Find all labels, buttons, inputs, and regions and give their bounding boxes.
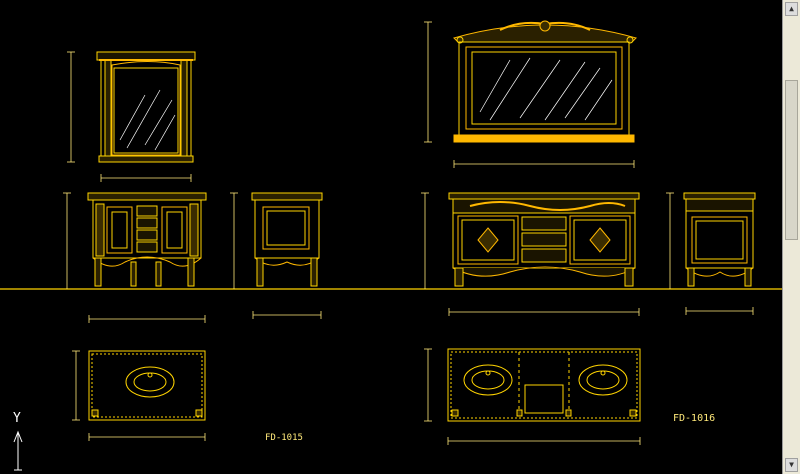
- fd1016-side-dims: [666, 192, 754, 315]
- fd1015-cabinet-dims: [63, 192, 206, 323]
- fd1015-plan: [88, 350, 206, 421]
- fd1016-plan-dims: [424, 348, 641, 445]
- fd1015-cabinet-front: [87, 192, 207, 287]
- fd1015-mirror-dims: [67, 51, 192, 182]
- scrollbar-thumb[interactable]: [785, 80, 798, 240]
- scroll-up-arrow-icon[interactable]: ▲: [785, 2, 798, 16]
- ucs-y-label: Y: [13, 411, 21, 426]
- model-label-fd1015: FD-1015: [265, 433, 303, 443]
- fd1016-cabinet-dims: [421, 192, 640, 316]
- fd1016-mirror: [453, 20, 637, 143]
- fd1015-mirror: [96, 51, 196, 163]
- fd1015-plan-dims: [72, 350, 206, 441]
- fd1016-plan: [447, 348, 641, 422]
- fd1015-cabinet-side: [251, 192, 323, 287]
- cad-drawing: FD-1015: [0, 20, 782, 471]
- scroll-down-arrow-icon[interactable]: ▼: [785, 458, 798, 472]
- ucs-axis-icon: [13, 430, 23, 471]
- vertical-scrollbar[interactable]: ▲ ▼: [782, 0, 800, 474]
- fd1016-cabinet-front: [448, 192, 640, 287]
- fd1016-mirror-dims: [424, 21, 635, 168]
- fd1015-side-dims: [230, 192, 322, 319]
- fd1016-cabinet-side: [683, 192, 756, 287]
- model-label-fd1016: FD-1016: [673, 413, 715, 424]
- cad-viewport[interactable]: FD-1015: [0, 0, 782, 474]
